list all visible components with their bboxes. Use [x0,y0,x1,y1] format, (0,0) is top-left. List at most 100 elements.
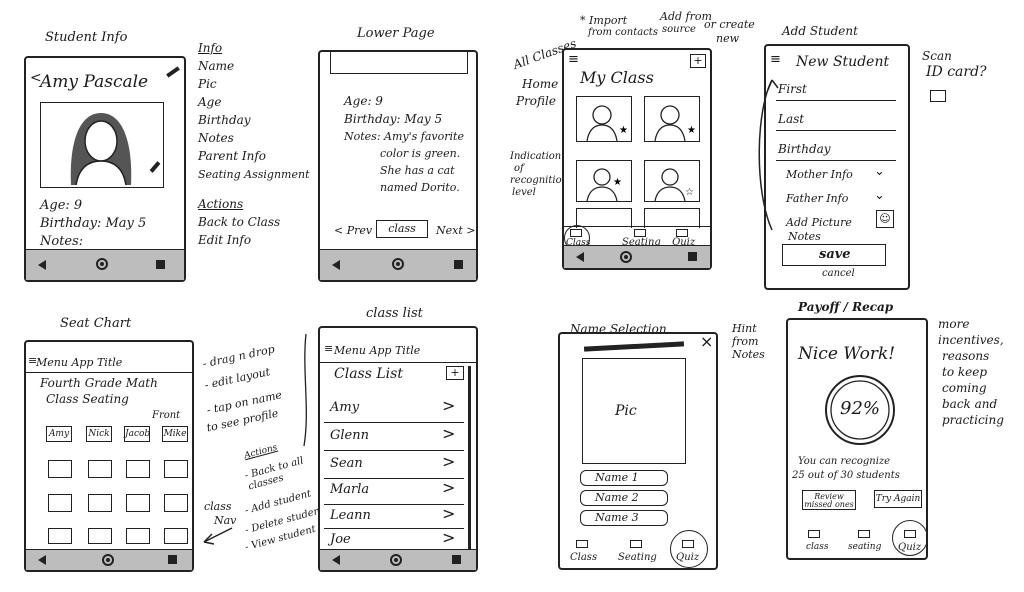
nav-back-icon[interactable] [332,260,340,270]
father-info-dropdown[interactable]: Father Info [786,192,849,205]
student-photo-tile[interactable] [644,208,700,228]
seating-tab-icon [858,530,870,538]
save-button[interactable]: save [782,244,886,266]
last-name-field[interactable]: Last [778,112,805,126]
nav-back-icon[interactable] [332,555,340,565]
svg-text:☆: ☆ [685,187,694,198]
list-item[interactable]: Glenn [330,428,369,443]
list-item[interactable]: Amy [330,400,360,415]
hint-note: Notes [732,348,765,361]
student-photo-tile[interactable] [576,208,632,228]
list-item[interactable]: Joe [330,532,351,547]
seat-tile[interactable] [88,494,112,512]
info-item: Pic [198,77,217,91]
review-missed-button[interactable]: Review missed ones [802,490,856,510]
name-option[interactable]: Name 3 [580,510,668,526]
mother-info-dropdown[interactable]: Mother Info [786,168,853,181]
seat-tile[interactable]: Jacob [124,426,150,442]
nav-recent-icon[interactable] [168,555,177,564]
class-button[interactable]: class [376,220,428,238]
my-class-screen: ≡ + My Class ★ ★ ★ ☆ Class Seating Quiz [562,48,712,270]
tab-quiz[interactable]: Quiz [672,237,696,248]
list-item[interactable]: Leann [330,508,371,523]
class-list-screen: ≡ Menu App Title Class List + Amy > Glen… [318,326,478,572]
scan-note: ID card? [926,64,987,80]
seat-tile[interactable] [48,460,72,478]
edit-pencil-icon[interactable] [166,66,180,78]
add-student-button[interactable]: + [446,366,464,380]
svg-text:★: ★ [687,125,696,136]
nav-recent-icon[interactable] [452,555,461,564]
tab-class[interactable]: Class [566,238,591,248]
cancel-button[interactable]: cancel [822,268,855,279]
nav-recent-icon[interactable] [156,260,165,269]
seat-tile[interactable] [48,528,72,544]
nav-home-icon[interactable] [102,554,114,566]
summary-line: You can recognize [798,456,891,467]
payoff-note: more [938,317,970,331]
tab-quiz[interactable]: Quiz [676,552,700,563]
add-class-button[interactable]: + [690,54,706,68]
seat-tile[interactable] [164,460,188,478]
seat-tile[interactable] [126,460,150,478]
hamburger-menu-icon[interactable]: ≡ [568,52,579,67]
student-photo-tile[interactable]: ☆ [644,160,700,202]
page-title: Class List [334,366,403,382]
list-item[interactable]: Sean [330,456,363,471]
hamburger-menu-icon[interactable]: ≡ [770,52,781,67]
next-button[interactable]: Next > [436,224,476,237]
name-option[interactable]: Name 1 [580,470,668,486]
nav-back-icon[interactable] [576,252,584,262]
student-photo-tile[interactable]: ★ [644,96,700,142]
seat-tile[interactable] [48,494,72,512]
birthday-field[interactable]: Birthday [778,142,831,156]
close-icon[interactable]: × [700,332,714,351]
seat-tile[interactable] [88,528,112,544]
nav-home-icon[interactable] [620,251,632,263]
chevron-down-icon[interactable]: ⌄ [874,188,885,203]
add-picture-button[interactable]: Add Picture [786,216,852,229]
seat-tile[interactable]: Mike [162,426,188,442]
nav-home-icon[interactable] [390,554,402,566]
nav-home-icon[interactable] [392,258,404,270]
seat-tile[interactable] [164,494,188,512]
class-nav-note: Nav [214,514,237,527]
nav-back-icon[interactable] [38,260,46,270]
tab-quiz[interactable]: Quiz [898,542,922,553]
seat-tile[interactable]: Amy [46,426,72,442]
score-percent: 92% [840,398,881,419]
tab-seating[interactable]: seating [848,542,882,552]
tab-seating[interactable]: Seating [622,237,661,248]
recognition-note: of [514,163,524,174]
hamburger-menu-icon[interactable]: ≡ [28,354,38,367]
hamburger-menu-icon[interactable]: ≡ [324,342,334,355]
review-label: missed ones [804,500,854,509]
nav-recent-icon[interactable] [454,260,463,269]
nav-recent-icon[interactable] [688,252,697,261]
add-picture-icon[interactable]: ☺ [876,210,894,228]
prev-button[interactable]: < Prev [334,224,373,237]
list-item[interactable]: Marla [330,482,370,497]
student-photo-tile[interactable]: ★ [576,96,632,142]
seat-tile[interactable] [126,528,150,544]
seat-tile[interactable] [164,528,188,544]
payoff-note: coming [942,381,987,395]
scrollbar[interactable] [468,366,471,566]
seat-tile[interactable]: Nick [86,426,112,442]
try-again-button[interactable]: Try Again [874,490,922,508]
info-item: Age [198,95,222,109]
seat-tile[interactable] [126,494,150,512]
student-photo-tile[interactable]: ★ [576,160,632,202]
tab-class[interactable]: class [806,542,829,552]
nav-back-icon[interactable] [38,555,46,565]
chevron-down-icon[interactable]: ⌄ [874,164,885,179]
first-name-field[interactable]: First [778,82,807,96]
tab-seating[interactable]: Seating [618,552,657,563]
name-option[interactable]: Name 2 [580,490,668,506]
svg-text:★: ★ [613,177,622,188]
seat-chart-caption: Seat Chart [60,316,132,331]
back-button[interactable]: < [30,70,42,86]
tab-class[interactable]: Class [570,552,598,563]
seat-tile[interactable] [88,460,112,478]
nav-home-icon[interactable] [96,258,108,270]
